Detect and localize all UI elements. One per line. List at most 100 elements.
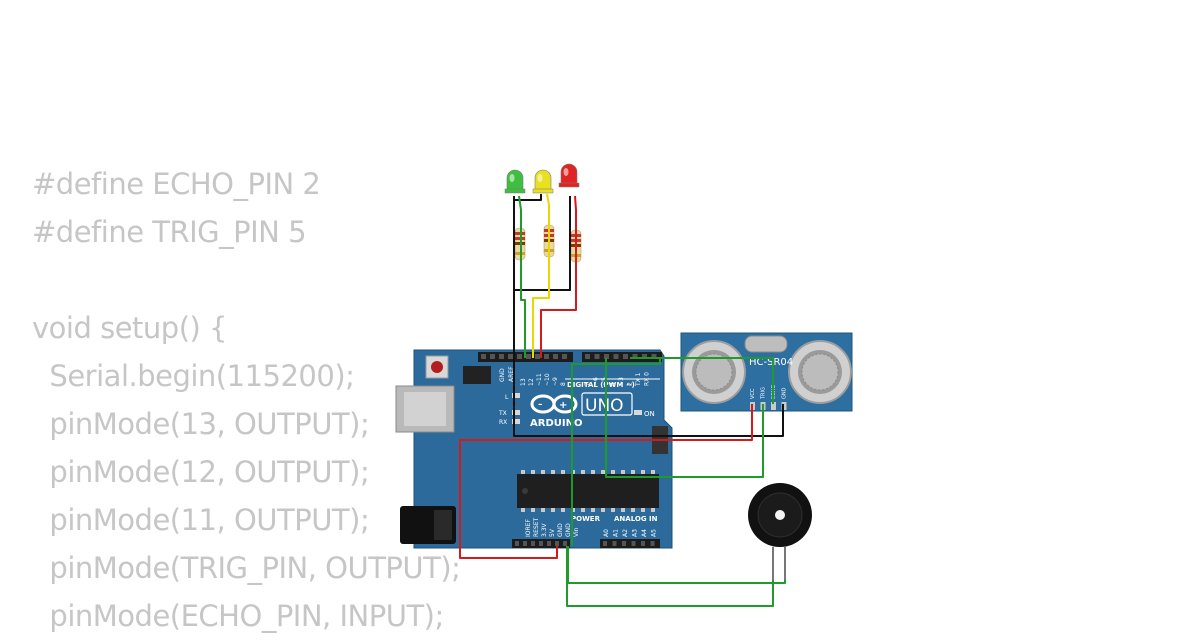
power-pin-label: GND (565, 523, 572, 537)
led-yellow[interactable] (534, 169, 552, 191)
chip-leg (591, 508, 595, 512)
power-pin-label: 3.3V (541, 522, 548, 537)
pin-hole (553, 354, 558, 359)
digital-pin-label: ~3 (618, 377, 625, 386)
pin-hole (604, 354, 609, 359)
logo-plus: + (559, 400, 567, 411)
pin-hole (641, 541, 645, 546)
chip-leg (621, 470, 625, 474)
pin-hole (499, 354, 504, 359)
digital-pin-label: 13 (520, 378, 527, 386)
wire-sensor-vcc (459, 404, 753, 559)
digital-pin-label: 12 (528, 378, 535, 386)
pin-hole (612, 541, 617, 546)
chip-leg (591, 470, 595, 474)
power-pin-label: Vin (573, 527, 580, 537)
analog-in-label: ANALOG IN (614, 515, 658, 523)
reset-button-cap[interactable] (431, 361, 443, 373)
bottom-pin-holes (515, 541, 655, 546)
usb-connector-inner (404, 392, 446, 426)
chip-leg (531, 508, 535, 512)
chip-leg (611, 470, 615, 474)
power-label: POWER (571, 515, 601, 523)
analog-pin-label: A0 (603, 529, 610, 537)
chip-leg (581, 508, 585, 512)
led-red-shine (563, 168, 569, 176)
wire-buzzer-signal (567, 546, 786, 584)
pin-hole (623, 354, 628, 359)
wire-led-ground-link-2 (514, 194, 542, 201)
pin-hole (515, 541, 519, 546)
led-yellow-shine (537, 174, 543, 182)
atmega-chip (517, 474, 659, 508)
code-snippet: #define ECHO_PIN 2 #define TRIG_PIN 5 vo… (32, 160, 461, 640)
chip-leg (561, 508, 565, 512)
digital-pin-label: 2 (627, 382, 634, 386)
pin-hole (562, 354, 567, 359)
sensor-transducer-right (788, 340, 852, 404)
chip-leg (541, 508, 545, 512)
led-red-base (558, 182, 580, 188)
led-on-indicator (634, 410, 642, 415)
chip-leg (641, 470, 645, 474)
analog-pin-label: A3 (632, 529, 639, 537)
code-line: void setup() { (32, 311, 228, 345)
wire-green-led (518, 195, 526, 358)
pin-hole (517, 354, 522, 359)
sensor-pin-label: GND (782, 387, 788, 399)
led-red[interactable] (560, 163, 578, 185)
pin-hole (481, 354, 486, 359)
arduino-logo-icon (530, 394, 578, 414)
chip-leg (581, 470, 585, 474)
sensor-transducer-left (682, 340, 746, 404)
chip-leg (601, 470, 605, 474)
chip-leg (631, 508, 635, 512)
pin-hole (539, 541, 543, 546)
sensor-pin (771, 402, 776, 410)
pin-hole (544, 354, 549, 359)
digital-pin-label: ~6 (593, 377, 600, 386)
chip-notch (522, 488, 528, 494)
code-line: pinMode(ECHO_PIN, INPUT); (32, 599, 444, 633)
led-tx-indicator (512, 410, 520, 415)
code-line: Serial.begin(115200); (32, 359, 355, 393)
pin-hole (651, 354, 657, 359)
pin-hole (585, 354, 590, 359)
digital-pin-label: ~11 (536, 373, 543, 386)
digital-pin-holes (481, 354, 657, 359)
digital-pin-label: TX 1 (635, 372, 642, 387)
pin-hole (603, 541, 607, 546)
code-line: pinMode(TRIG_PIN, OUTPUT); (32, 551, 461, 585)
analog-pin-label: A1 (613, 529, 620, 537)
led-rx-label: RX (499, 419, 507, 426)
led-green[interactable] (506, 169, 524, 191)
pin-hole (523, 541, 527, 546)
pin-hole (632, 354, 638, 359)
power-pin-label: 5V (549, 528, 556, 537)
arduino-brand-text: ARDUINO (530, 418, 582, 429)
digital-pin-label: ~9 (552, 377, 559, 386)
code-line: pinMode(11, OUTPUT); (32, 503, 370, 537)
wire-led-ground (513, 196, 784, 437)
wire-sensor-echo (630, 357, 774, 404)
chip-leg (641, 508, 645, 512)
pin-hole (650, 541, 655, 546)
analog-header (600, 539, 660, 548)
piezo-buzzer[interactable] (748, 483, 812, 580)
pin-hole (594, 354, 600, 359)
power-pin-label: IOREF (525, 519, 532, 537)
digital-header-right (582, 352, 662, 362)
pin-hole (613, 354, 619, 359)
wire-buzzer-ground (566, 546, 774, 607)
digital-pwm-label: DIGITAL (PWM ~) (567, 381, 635, 389)
chip-leg (651, 470, 655, 474)
analog-pin-label: A4 (641, 529, 648, 537)
wire-led-ground-link (514, 196, 571, 291)
chip-leg (651, 508, 655, 512)
analog-pin-label: A2 (622, 529, 629, 537)
